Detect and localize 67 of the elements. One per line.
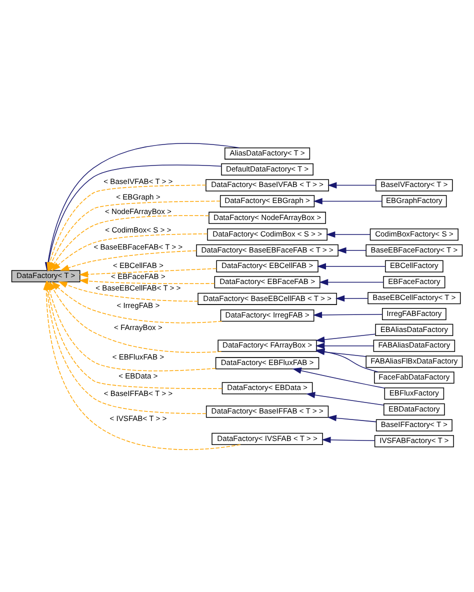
node-box: EBDataFactory <box>384 402 445 415</box>
node-box: IVSFABFactory< T > <box>374 434 454 447</box>
arrow <box>337 246 366 254</box>
edge-label: < IrregFAB > <box>116 300 160 310</box>
edge-label: < CodimBox< S > > <box>105 224 172 234</box>
node-box: DataFactory< IVSFAB < T > > <box>212 432 323 445</box>
node-box: BaseIFFactory< T > <box>376 418 452 431</box>
arrow <box>326 230 371 238</box>
node-box: DataFactory< EBData > <box>222 382 313 394</box>
edge-label: < NodeFArrayBox > <box>104 206 172 216</box>
node-box: DataFactory< BaseIVFAB < T > > <box>206 178 329 191</box>
edge-label: < IVSFAB< T > > <box>110 413 167 422</box>
arrow <box>316 333 376 342</box>
arrow <box>58 280 198 302</box>
node-box: EBGraphFactory <box>382 194 447 207</box>
node-box: BaseEBCellFactory< T > <box>368 292 461 304</box>
arrow <box>313 198 382 204</box>
node-box: DataFactory< EBGraph > <box>220 194 315 207</box>
arrow <box>292 367 385 388</box>
edge-label: < EBData > <box>118 370 158 380</box>
edge-label: < BaseEBCellFAB< T > > <box>96 283 181 292</box>
node-box: DataFactory< T > <box>11 270 80 282</box>
node-box: AliasDataFactory< T > <box>224 146 310 160</box>
arrow <box>79 268 217 277</box>
node-box: BaseIVFactory< T > <box>376 178 453 191</box>
node-box: DataFactory< IrregFAB > <box>220 308 314 322</box>
node-box: FABAliasFlBxDataFactory <box>366 355 463 368</box>
node-box: DataFactory< EBFaceFAB > <box>214 276 320 288</box>
arrow <box>306 391 384 405</box>
node-box: DataFactory< BaseEBCellFAB < T > > <box>198 292 337 304</box>
node-box: FaceFabDataFactory <box>374 371 454 384</box>
edge-label: < BaseIVFAB< T > > <box>104 176 173 186</box>
arrow <box>79 277 215 284</box>
edge-label: < EBCellFAB > <box>112 260 164 270</box>
edge-label: < EBFaceFAB > <box>111 272 166 281</box>
arrow <box>312 311 383 318</box>
node-box: BaseEBFaceFactory< T > <box>366 244 463 256</box>
node-box: DataFactory< CodimBox < S > > <box>207 228 328 240</box>
node-box: IrregFABFactory <box>382 307 446 320</box>
arrow <box>327 414 376 422</box>
arrow <box>328 182 376 188</box>
arrow <box>319 278 384 285</box>
node-box: CodimBoxFactory< S > <box>370 228 458 240</box>
arrow <box>51 280 222 323</box>
node-box: DataFactory< BaseIFFAB < T > > <box>206 405 329 418</box>
arrow <box>336 294 368 302</box>
node-box: EBFaceFactory <box>383 276 446 288</box>
node-box: EBAliasDataFactory <box>375 323 454 336</box>
node-box: DataFactory< NodeFArrayBox > <box>208 211 326 224</box>
edge-label: < BaseIFFAB< T > > <box>104 388 173 398</box>
arrow <box>316 342 374 348</box>
node-box: DefaultDataFactory< T > <box>221 162 314 175</box>
node-box: EBCellFactory <box>385 260 444 272</box>
edge-label: < EBFluxFAB > <box>112 352 164 361</box>
edge-label: < FArrayBox > <box>114 322 162 332</box>
arrow <box>322 436 376 443</box>
arrow <box>316 262 386 269</box>
node-box: DataFactory< FArrayBox > <box>218 339 317 352</box>
arrow <box>51 232 208 271</box>
node-box: DataFactory< BaseEBFaceFAB < T > > <box>196 244 338 256</box>
edge-label: < BaseEBFaceFAB< T > > <box>94 242 183 252</box>
node-box: EBFluxFactory <box>384 386 444 400</box>
arrow <box>60 250 197 270</box>
edge-label: < EBGraph > <box>116 192 160 202</box>
node-box: FABAliasDataFactory <box>373 339 456 352</box>
node-box: DataFactory< EBCellFAB > <box>216 260 318 272</box>
node-box: DataFactory< EBFluxFAB > <box>215 356 320 369</box>
